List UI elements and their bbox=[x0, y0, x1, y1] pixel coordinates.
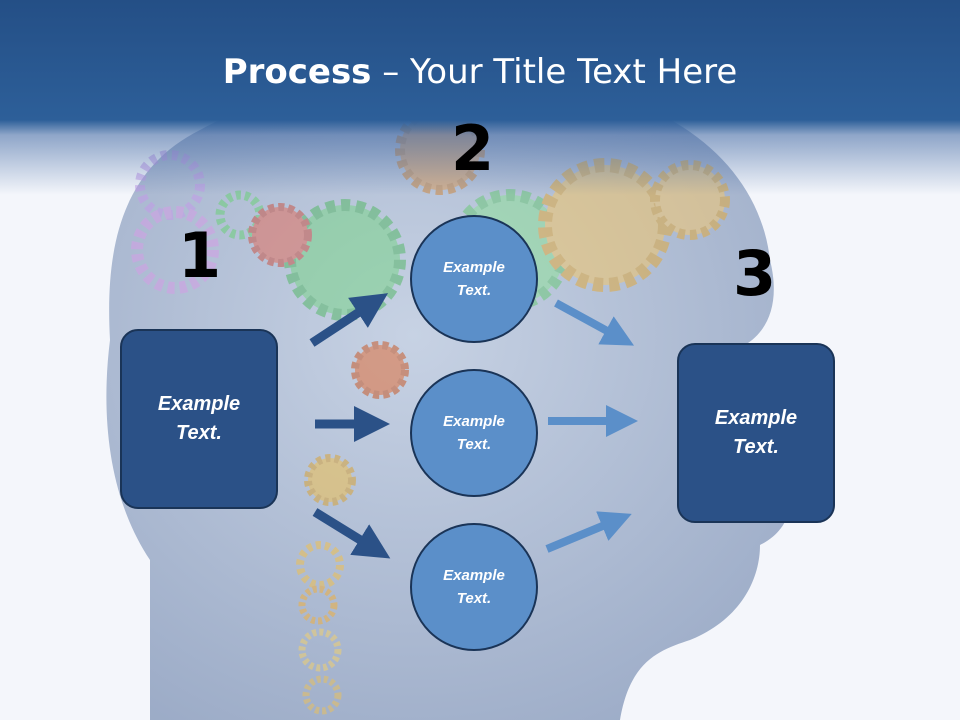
slide-title: Process – Your Title Text Here bbox=[0, 52, 960, 92]
gear-icon bbox=[298, 585, 338, 625]
circle-2: Example Text. bbox=[410, 369, 538, 497]
gear-icon bbox=[351, 341, 409, 399]
title-bold: Process bbox=[222, 52, 372, 92]
arrow-from-circle-1 bbox=[554, 299, 635, 346]
step-number-3: 3 bbox=[733, 237, 777, 310]
circle-3: Example Text. bbox=[410, 523, 538, 651]
title-rest: – Your Title Text Here bbox=[371, 52, 738, 92]
arrow-to-circle-1 bbox=[309, 293, 389, 347]
left-box-text: Example Text. bbox=[157, 393, 241, 444]
circle-1-text: Example Text. bbox=[443, 259, 505, 299]
arrow-to-circle-3 bbox=[312, 508, 391, 559]
left-box: Example Text. bbox=[120, 329, 278, 509]
gear-icon bbox=[538, 158, 672, 292]
gear-icon bbox=[302, 675, 342, 715]
circle-2-text: Example Text. bbox=[443, 413, 505, 453]
gear-icon bbox=[296, 541, 344, 589]
right-box: Example Text. bbox=[677, 343, 835, 523]
gear-icon bbox=[131, 206, 219, 294]
gear-icon bbox=[215, 190, 265, 240]
gear-icon bbox=[298, 628, 342, 672]
title-band bbox=[0, 0, 960, 195]
right-box-text: Example Text. bbox=[714, 407, 798, 458]
gear-icon bbox=[248, 203, 312, 267]
arrow-from-circle-3 bbox=[545, 511, 632, 553]
circle-1: Example Text. bbox=[410, 215, 538, 343]
circle-3-text: Example Text. bbox=[443, 567, 505, 607]
step-number-2: 2 bbox=[451, 112, 495, 185]
step-number-1: 1 bbox=[178, 219, 222, 292]
gear-icon bbox=[304, 454, 356, 506]
